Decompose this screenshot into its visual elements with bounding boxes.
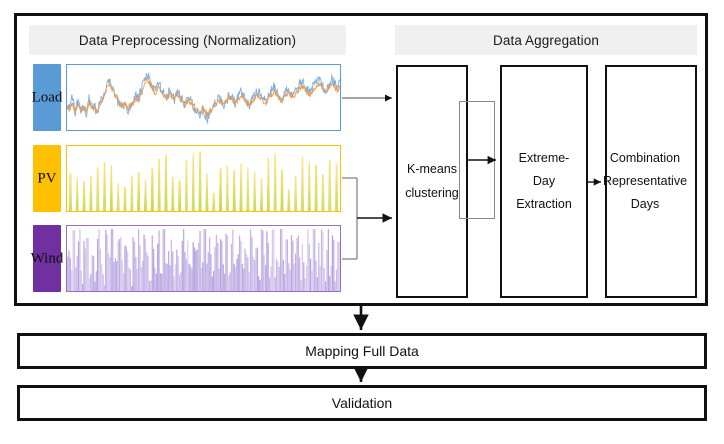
process-box-combo-label: Combination Representative Days <box>602 150 688 212</box>
process-box-combination-representative-days[interactable]: Combination Representative Days <box>603 65 697 298</box>
process-box-extreme-day-extraction[interactable]: Extreme- Day Extraction <box>500 65 588 298</box>
signal-swatch-pv: PV <box>33 145 61 212</box>
process-box-mapping-full-data[interactable]: Mapping Full Data <box>17 333 707 369</box>
signal-swatch-wind: Wind <box>31 225 63 292</box>
wind-spikes-svg <box>67 229 340 291</box>
signal-chart-pv <box>66 145 341 212</box>
section-header-aggregation: Data Aggregation <box>395 25 697 55</box>
process-box-kmeans-clustering[interactable]: K-means clustering <box>396 65 468 298</box>
load-timeseries-svg <box>67 72 340 125</box>
signal-chart-load <box>66 64 341 131</box>
process-box-extreme-label: Extreme- Day Extraction <box>516 150 572 212</box>
signal-chart-wind <box>66 225 341 292</box>
process-box-kmeans-label: K-means clustering <box>405 162 459 200</box>
signal-swatch-load: Load <box>32 64 62 131</box>
section-header-preprocessing: Data Preprocessing (Normalization) <box>29 25 346 55</box>
pv-spikes-svg <box>68 151 339 211</box>
kmeans-output-merge-rect <box>459 101 495 219</box>
process-box-validation[interactable]: Validation <box>17 385 707 421</box>
